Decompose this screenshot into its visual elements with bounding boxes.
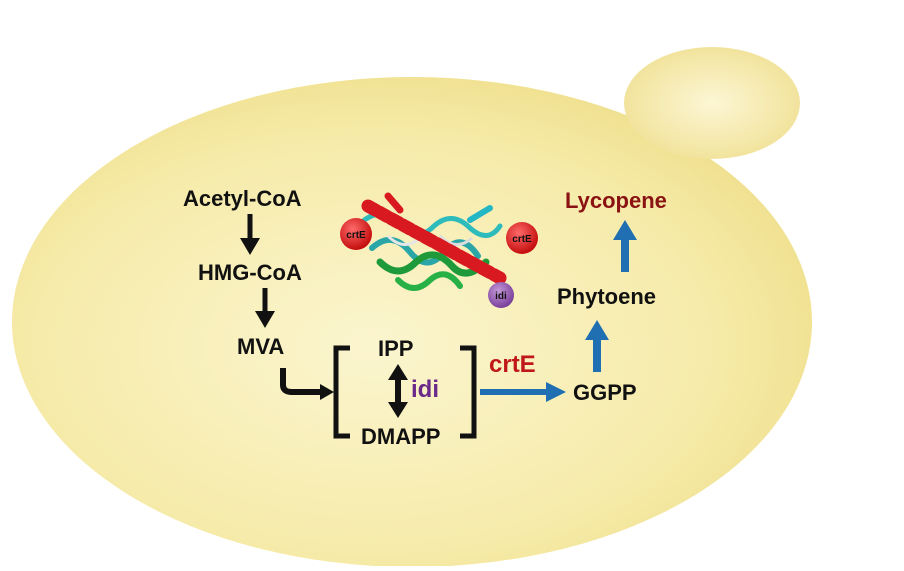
arrow-ipp-dmapp-isomerization [388, 364, 408, 418]
yeast-cell-bud [624, 47, 800, 159]
label-dmapp: DMAPP [361, 424, 441, 449]
label-enzyme-idi: idi [411, 376, 439, 403]
label-acetyl-coa: Acetyl-CoA [183, 186, 302, 211]
arrow-acetylcoa-to-hmgcoa [240, 214, 260, 255]
ipp-dmapp-brackets [333, 345, 477, 439]
label-hmg-coa: HMG-CoA [198, 260, 302, 285]
idi-badge: idi [488, 282, 514, 308]
arrow-phytoene-to-lycopene [613, 220, 637, 272]
label-ipp: IPP [378, 336, 414, 361]
arrow-mva-to-ipp-pool [280, 368, 334, 400]
yeast-cell-body [12, 77, 812, 567]
crte-badge-right: crtE [506, 222, 538, 254]
crte-badge-left: crtE [340, 218, 372, 250]
arrow-to-ggpp [480, 382, 566, 402]
label-mva: MVA [237, 334, 285, 359]
protein-structure [359, 192, 507, 291]
label-enzyme-crte: crtE [489, 351, 536, 378]
svg-text:crtE: crtE [346, 230, 366, 241]
label-phytoene: Phytoene [557, 284, 657, 309]
arrow-hmgcoa-to-mva [255, 288, 275, 328]
label-ggpp: GGPP [573, 380, 637, 405]
svg-text:crtE: crtE [512, 234, 532, 245]
svg-text:idi: idi [495, 291, 507, 302]
arrow-ggpp-to-phytoene [585, 320, 609, 372]
label-lycopene: Lycopene [565, 188, 667, 213]
